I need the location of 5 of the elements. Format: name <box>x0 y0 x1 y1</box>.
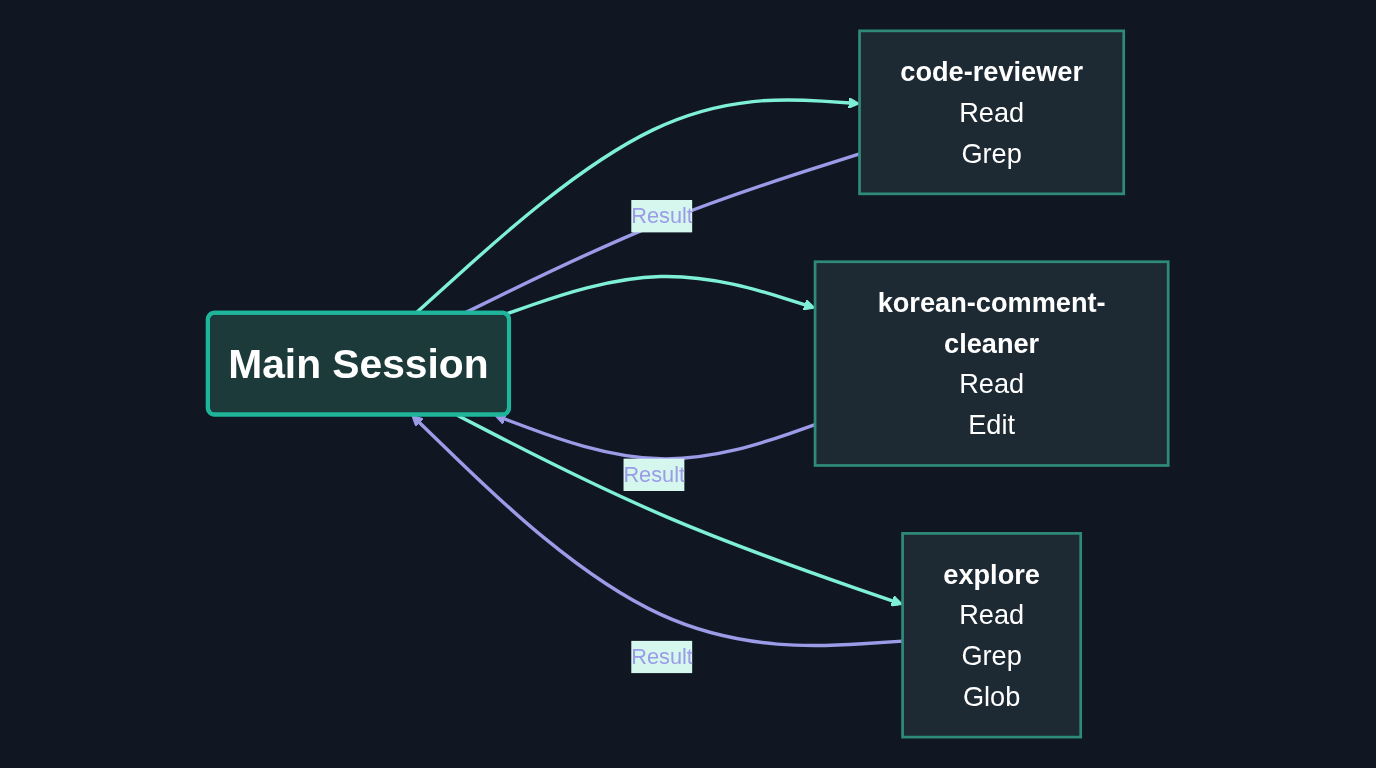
node-box: code-reviewer Read Grep <box>858 29 1126 196</box>
node-box: explore Read Grep Glob <box>901 532 1082 739</box>
arrow <box>505 274 816 316</box>
node-box: korean-comment-cleaner Read Edit <box>813 260 1170 467</box>
arrow <box>411 414 903 648</box>
